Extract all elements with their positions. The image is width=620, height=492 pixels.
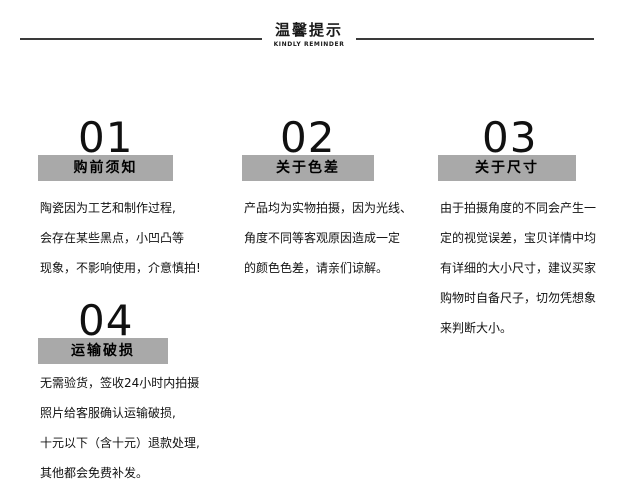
section-number: 01 (78, 113, 134, 162)
page-title: 温馨提示 (274, 21, 343, 39)
text-line: 来判断大小。 (440, 321, 513, 335)
section-title: 关于色差 (242, 155, 374, 181)
text-line: 十元以下（含十元）退款处理, (40, 436, 200, 450)
text-line: 有详细的大小尺寸，建议买家 (440, 261, 597, 275)
text-line: 角度不同等客观原因造成一定 (244, 231, 401, 245)
text-line: 的颜色色差，请亲们谅解。 (244, 261, 389, 275)
section-text: 陶瓷因为工艺和制作过程, 会存在某些黑点，小凹凸等 现象，不影响使用，介意慎拍! (40, 193, 201, 283)
page-subtitle: KINDLY REMINDER (273, 41, 345, 48)
text-line: 由于拍摄角度的不同会产生一 (440, 201, 597, 215)
text-line: 购物时自备尺子，切勿凭想象 (440, 291, 597, 305)
section-title: 购前须知 (38, 155, 173, 181)
header-line-left (20, 38, 262, 40)
text-line: 现象，不影响使用，介意慎拍! (40, 261, 201, 275)
text-line: 陶瓷因为工艺和制作过程, (40, 201, 176, 215)
section-number: 04 (78, 296, 134, 345)
text-line: 会存在某些黑点，小凹凸等 (40, 231, 185, 245)
text-line: 定的视觉误差，宝贝详情中均 (440, 231, 597, 245)
text-line: 照片给客服确认运输破损, (40, 406, 176, 420)
section-text: 由于拍摄角度的不同会产生一 定的视觉误差，宝贝详情中均 有详细的大小尺寸，建议买… (440, 193, 596, 343)
text-line: 无需验货，签收24小时内拍摄 (40, 376, 200, 390)
text-line: 其他都会免费补发。 (40, 466, 149, 480)
section-title: 运输破损 (38, 338, 168, 364)
section-text: 无需验货，签收24小时内拍摄 照片给客服确认运输破损, 十元以下（含十元）退款处… (40, 368, 200, 488)
text-line: 产品均为实物拍摄，因为光线、 (244, 201, 413, 215)
section-text: 产品均为实物拍摄，因为光线、 角度不同等客观原因造成一定 的颜色色差，请亲们谅解… (244, 193, 412, 283)
header-line-right (356, 38, 594, 40)
section-number: 02 (280, 113, 336, 162)
section-number: 03 (482, 113, 538, 162)
section-title: 关于尺寸 (438, 155, 576, 181)
